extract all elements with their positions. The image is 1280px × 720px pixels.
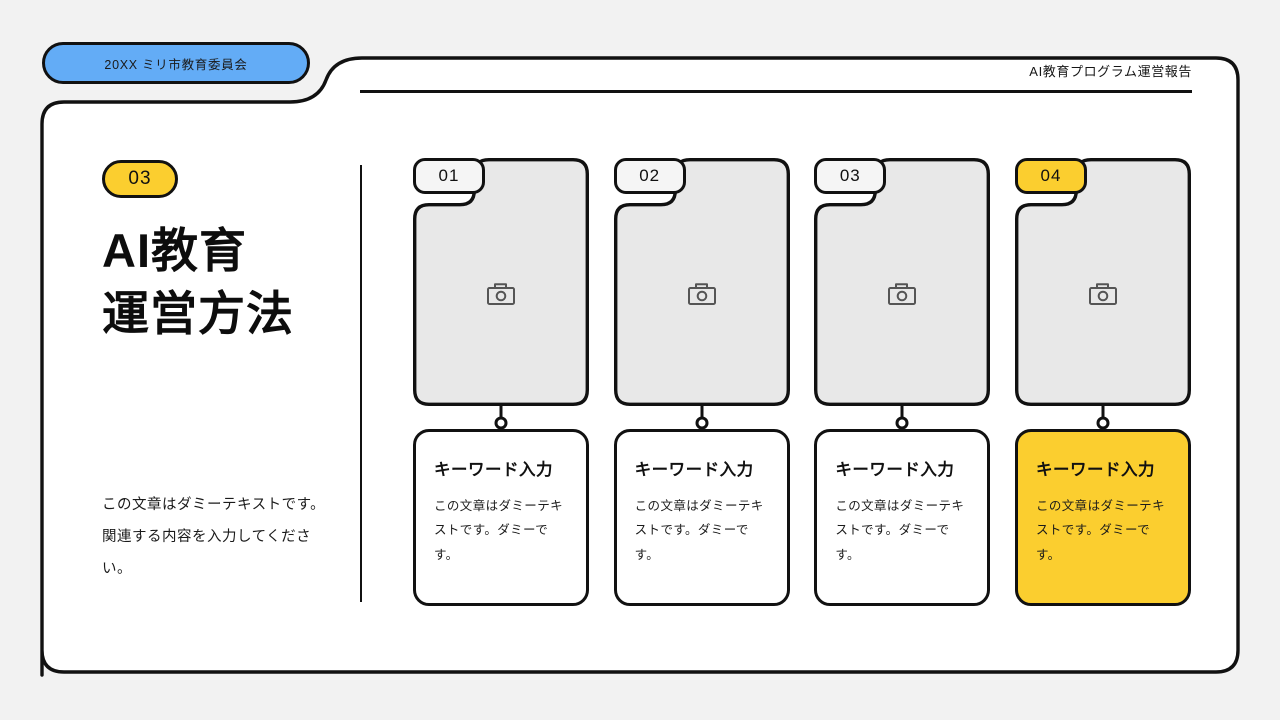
card-text-box[interactable]: キーワード入力 この文章はダミーテキストです。ダミーです。 [1014,429,1191,606]
image-placeholder[interactable] [413,158,589,406]
page-title-line1: AI教育 [102,224,247,277]
header-divider [360,90,1192,93]
image-placeholder[interactable] [613,158,790,406]
card-body: この文章はダミーテキストです。ダミーです。 [835,499,965,562]
org-tab-label: 20XX ミリ市教育委員会 [104,57,248,72]
card-column[interactable]: 02 キーワード入力 この文章はダミーテキストです。ダミーです。 [613,158,790,606]
card-body: この文章はダミーテキストです。ダミーです。 [1035,499,1165,562]
image-placeholder[interactable] [814,158,991,406]
page-title: AI教育 運営方法 [102,220,342,345]
left-column: 03 AI教育 運営方法 [102,160,342,345]
document-title: AI教育プログラム運営報告 [1029,64,1192,79]
image-placeholder[interactable] [1014,158,1191,406]
section-number-badge: 03 [102,160,178,198]
org-tab[interactable]: 20XX ミリ市教育委員会 [42,42,310,84]
card-number-badge[interactable]: 02 [613,158,686,194]
card-number-badge[interactable]: 03 [814,158,887,194]
card-list: 01 キーワード入力 この文章はダミーテキストです。ダミーです。 [413,158,1191,606]
connector-dot [1096,416,1110,430]
camera-icon [1088,283,1117,305]
lead-paragraph: この文章はダミーテキストです。関連する内容を入力してください。 [102,497,326,577]
card-title: キーワード入力 [634,461,754,479]
card-title: キーワード入力 [1035,461,1155,479]
card-text-box[interactable]: キーワード入力 この文章はダミーテキストです。ダミーです。 [814,429,991,606]
connector-dot [695,416,709,430]
card-title: キーワード入力 [835,461,955,479]
camera-icon [888,283,917,305]
card-title: キーワード入力 [434,461,553,479]
section-number-label: 03 [128,168,152,189]
card-column[interactable]: 01 キーワード入力 この文章はダミーテキストです。ダミーです。 [413,158,589,606]
card-body: この文章はダミーテキストです。ダミーです。 [634,499,764,562]
card-number-label: 04 [1040,166,1062,185]
vertical-divider [360,165,362,602]
card-column[interactable]: 04 キーワード入力 この文章はダミーテキストです。ダミーです。 [1014,158,1191,606]
card-column[interactable]: 03 キーワード入力 この文章はダミーテキストです。ダミーです。 [814,158,991,606]
card-number-badge[interactable]: 01 [413,158,485,194]
card-number-badge[interactable]: 04 [1014,158,1087,194]
card-number-label: 03 [839,166,861,185]
card-text-box[interactable]: キーワード入力 この文章はダミーテキストです。ダミーです。 [413,429,589,606]
connector-dot [494,416,508,430]
page-title-line2: 運営方法 [102,286,294,340]
card-body: この文章はダミーテキストです。ダミーです。 [434,499,564,562]
card-text-box[interactable]: キーワード入力 この文章はダミーテキストです。ダミーです。 [613,429,790,606]
card-number-label: 02 [639,166,661,185]
connector-dot [895,416,909,430]
card-number-label: 01 [438,166,460,185]
camera-icon [687,283,716,305]
camera-icon [487,283,515,305]
